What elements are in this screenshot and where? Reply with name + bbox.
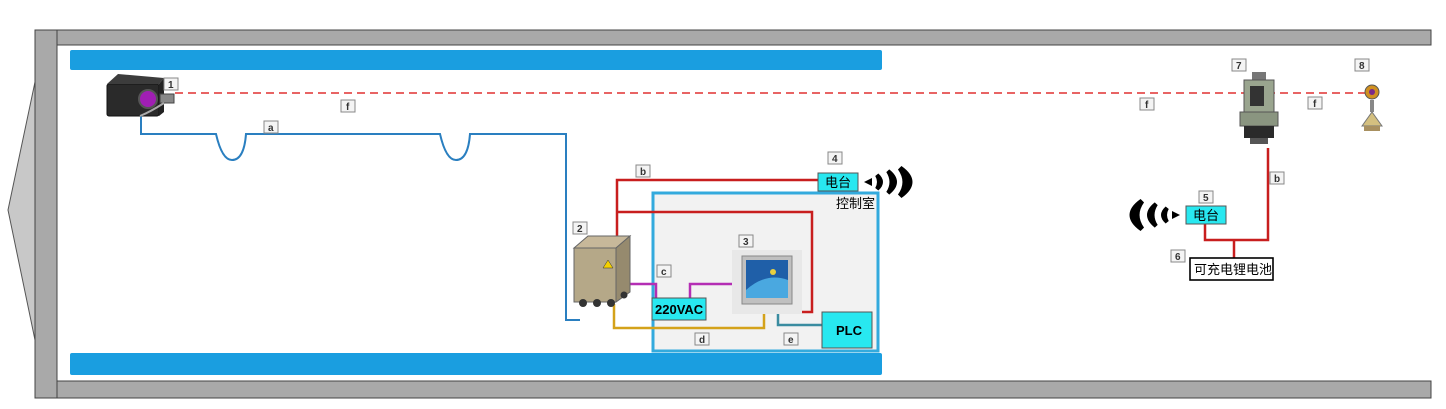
svg-text:6: 6 bbox=[1175, 252, 1181, 263]
power-box bbox=[651, 297, 707, 321]
tag-b1: b bbox=[635, 164, 651, 178]
svg-text:f: f bbox=[1145, 100, 1149, 111]
junction-box bbox=[572, 234, 632, 307]
svg-text:f: f bbox=[346, 102, 350, 113]
radio-right: 电台 bbox=[1129, 198, 1227, 232]
tag-e: e bbox=[783, 332, 799, 346]
cable-c bbox=[628, 282, 742, 300]
tunnel-structure bbox=[7, 29, 1432, 399]
tag-8: 8 bbox=[1354, 58, 1370, 72]
tag-1: 1 bbox=[163, 77, 179, 91]
tag-6: 6 bbox=[1170, 249, 1186, 263]
tunnel-bottom-wall bbox=[56, 380, 1432, 399]
tunnel-left-end bbox=[7, 81, 36, 341]
power-label: 220VAC bbox=[655, 302, 704, 317]
svg-text:4: 4 bbox=[832, 154, 838, 165]
tunnel-top-wall bbox=[56, 29, 1432, 46]
battery: 可充电锂电池 bbox=[1189, 257, 1274, 281]
bottom-rail bbox=[70, 353, 882, 375]
svg-text:a: a bbox=[268, 123, 274, 134]
tags: 1 a f b 4 2 3 c d e f 7 f 8 b 5 6 bbox=[163, 58, 1370, 346]
radio-right-box bbox=[1185, 205, 1227, 225]
tag-f1: f bbox=[340, 99, 356, 113]
battery-box bbox=[1189, 257, 1274, 281]
svg-text:b: b bbox=[1274, 174, 1280, 185]
radio-right-label: 电台 bbox=[1193, 209, 1219, 224]
tag-7: 7 bbox=[1231, 58, 1247, 72]
tag-a: a bbox=[263, 120, 279, 134]
tag-3: 3 bbox=[738, 234, 754, 248]
radio-left-label: 电台 bbox=[825, 176, 851, 191]
cable-a bbox=[140, 116, 580, 321]
svg-text:b: b bbox=[640, 167, 646, 178]
svg-text:5: 5 bbox=[1203, 193, 1209, 204]
tag-5: 5 bbox=[1198, 190, 1214, 204]
tag-c: c bbox=[656, 264, 672, 278]
plc: PLC bbox=[821, 311, 873, 349]
power-supply: 220VAC bbox=[651, 297, 707, 321]
svg-text:3: 3 bbox=[743, 237, 749, 248]
signal-waves-right-icon bbox=[864, 165, 913, 199]
prism bbox=[1361, 84, 1383, 131]
radio-left: 电台 bbox=[817, 165, 913, 199]
plc-label: PLC bbox=[836, 323, 863, 338]
laser-unit bbox=[106, 74, 175, 117]
svg-text:c: c bbox=[661, 267, 667, 278]
tunnel-left-wall bbox=[34, 29, 58, 399]
svg-text:2: 2 bbox=[577, 224, 583, 235]
cable-b-right bbox=[1203, 148, 1270, 242]
svg-text:f: f bbox=[1313, 99, 1317, 110]
monitor bbox=[732, 250, 802, 314]
total-station bbox=[1239, 72, 1279, 144]
cable-b-to-radio bbox=[615, 178, 818, 238]
radio-left-box bbox=[817, 172, 859, 192]
top-rail bbox=[70, 50, 882, 70]
control-room-label: 控制室 bbox=[836, 196, 875, 212]
svg-text:e: e bbox=[788, 335, 794, 346]
svg-text:8: 8 bbox=[1359, 61, 1365, 72]
signal-waves-left-icon bbox=[1129, 198, 1180, 232]
plc-box bbox=[821, 311, 873, 349]
svg-text:1: 1 bbox=[168, 80, 174, 91]
svg-text:d: d bbox=[699, 335, 705, 346]
svg-text:7: 7 bbox=[1236, 61, 1242, 72]
tag-4: 4 bbox=[827, 151, 843, 165]
tag-d: d bbox=[694, 332, 710, 346]
cable-d bbox=[612, 304, 766, 330]
tag-f3: f bbox=[1307, 96, 1323, 110]
battery-label: 可充电锂电池 bbox=[1194, 262, 1272, 278]
tag-2: 2 bbox=[572, 221, 588, 235]
tag-f2: f bbox=[1139, 97, 1155, 111]
tag-b2: b bbox=[1269, 171, 1285, 185]
